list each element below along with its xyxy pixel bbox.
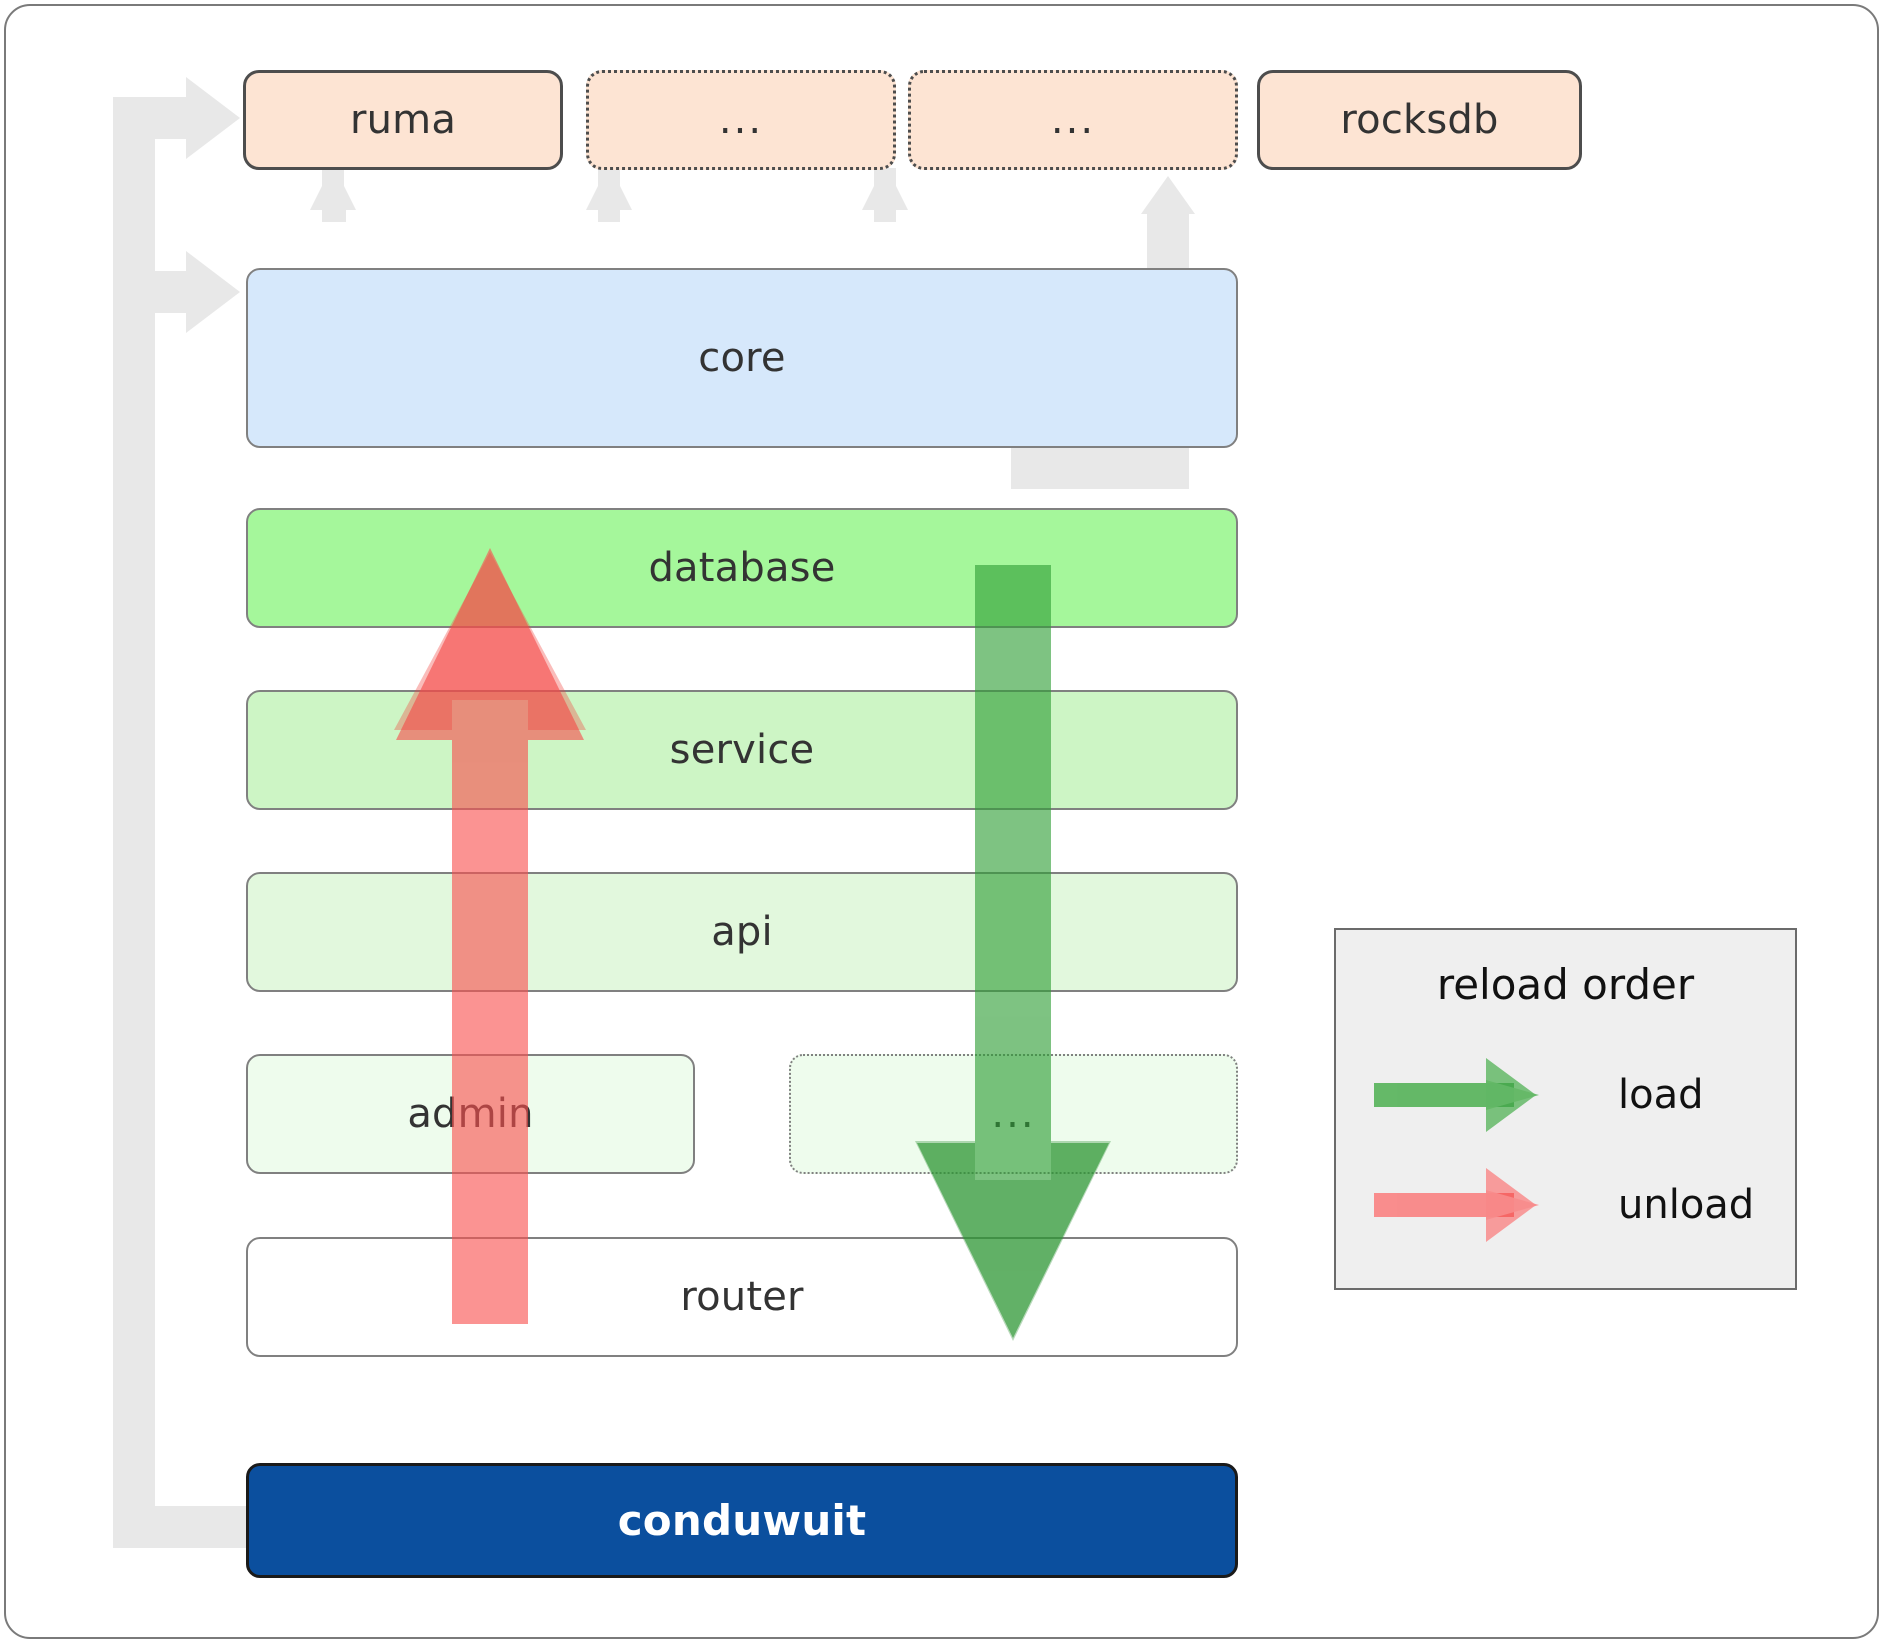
connector-db-to-rocksdb-horizontal (1011, 447, 1177, 489)
load-arrow-outline (915, 1141, 1111, 1341)
unload-arrow-tip (394, 552, 586, 730)
legend-unload-label: unload (1618, 1182, 1755, 1228)
connector-arrow-rocksdb (1141, 176, 1195, 214)
connector-arrow-ruma (186, 77, 240, 159)
connector-conduwuit-trunk (113, 105, 155, 1527)
load-arrow (917, 565, 1109, 1338)
unload-arrow-outline (394, 552, 586, 730)
connector-conduwuit-stub (113, 1506, 246, 1548)
connector-arrowhead-core-to-ruma (310, 164, 356, 210)
legend-row-unload: unload (1364, 1160, 1774, 1250)
legend-panel: reload order load u (1334, 928, 1797, 1290)
load-arrow-shaft (975, 565, 1051, 1238)
connector-arrowhead-core-to-dep1 (586, 164, 632, 210)
legend-load-label: load (1618, 1072, 1704, 1118)
legend-row-load: load (1364, 1050, 1774, 1140)
node-service[interactable]: service (246, 690, 1238, 810)
node-ruma[interactable]: ruma (243, 70, 563, 170)
load-arrow-head (917, 1143, 1109, 1338)
unload-arrow (396, 548, 584, 1324)
unload-arrow-head (396, 548, 584, 740)
legend-load-arrow-icon (1374, 1058, 1539, 1132)
legend-unload-arrow-icon (1374, 1168, 1539, 1242)
node-router[interactable]: router (246, 1237, 1238, 1357)
load-arrow-tip (915, 1141, 1111, 1341)
legend-title: reload order (1436, 960, 1695, 1009)
connector-arrow-core (186, 251, 240, 333)
unload-arrow-shaft (452, 660, 528, 1324)
connector-branch-ruma (113, 97, 196, 139)
connector-branch-core (113, 271, 196, 313)
connector-arrowhead-core-to-dep2 (862, 164, 908, 210)
